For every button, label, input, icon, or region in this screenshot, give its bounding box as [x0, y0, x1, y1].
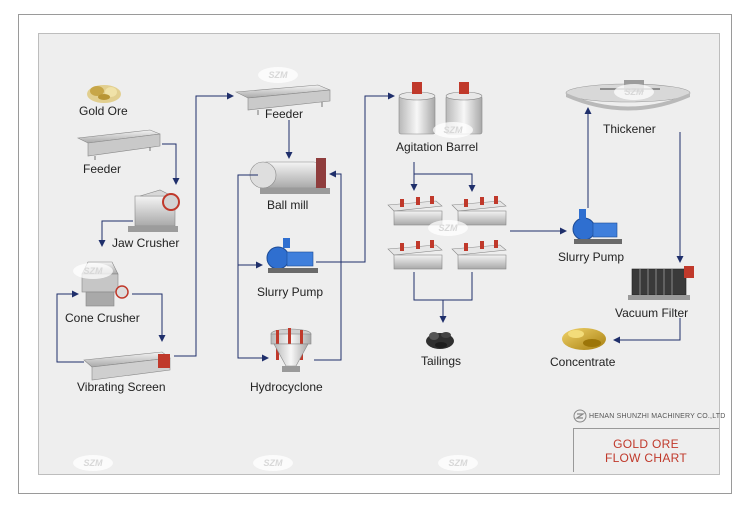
feeder-1-icon — [76, 129, 161, 160]
jaw-crusher-icon — [128, 189, 180, 232]
ball-mill-icon — [249, 158, 330, 194]
label-slurry-pump-1: Slurry Pump — [257, 285, 324, 299]
watermark-logo: SZM — [428, 220, 468, 236]
flotation-cell-icon — [451, 240, 507, 270]
watermark-logo: SZM — [73, 263, 113, 279]
label-tailings: Tailings — [421, 354, 462, 368]
label-jaw-crusher: Jaw Crusher — [112, 236, 180, 250]
label-ball-mill: Ball mill — [267, 198, 309, 212]
label-vacuum-filter: Vacuum Filter — [615, 306, 689, 320]
watermark-logo: SZM — [73, 455, 113, 471]
concentrate-icon — [562, 328, 606, 350]
watermark-logo: SZM — [258, 67, 298, 83]
label-feeder-1: Feeder — [83, 162, 122, 176]
flotation-cell-icon — [387, 196, 443, 226]
slurry-pump-1-icon — [266, 238, 318, 273]
vacuum-filter-icon — [628, 266, 694, 300]
gold-ore-icon — [87, 85, 121, 103]
label-slurry-pump-2: Slurry Pump — [558, 250, 625, 264]
flotation-cell-icon — [387, 240, 443, 270]
label-hydrocyclone: Hydrocyclone — [250, 380, 323, 394]
label-feeder-2: Feeder — [265, 107, 304, 121]
watermark-logo: SZM — [438, 455, 478, 471]
flotation-cell-icon — [451, 196, 507, 226]
feeder-2-icon — [234, 84, 331, 115]
slurry-pump-2-icon — [572, 209, 622, 244]
chart-title-line-1: GOLD ORE — [613, 437, 679, 451]
label-cone-crusher: Cone Crusher — [65, 311, 140, 325]
brand-block: HENAN SHUNZHI MACHINERY CO.,LTD GOLD ORE… — [573, 406, 725, 472]
company-logo-icon — [573, 409, 587, 423]
label-gold-ore: Gold Ore — [79, 104, 128, 118]
label-thickener: Thickener — [603, 122, 656, 136]
watermark-logo: SZM — [614, 84, 654, 100]
vibrating-screen-icon — [83, 351, 171, 381]
brand-divider — [573, 428, 719, 429]
watermark-logo: SZM — [433, 122, 473, 138]
label-vibrating-screen: Vibrating Screen — [77, 380, 166, 394]
hydrocyclone-icon — [270, 328, 312, 372]
label-agitation-barrel: Agitation Barrel — [396, 140, 479, 154]
tailings-icon — [426, 332, 454, 349]
watermark-logo: SZM — [253, 455, 293, 471]
brand-divider-vertical — [573, 428, 574, 472]
company-name: HENAN SHUNZHI MACHINERY CO.,LTD — [589, 413, 726, 420]
chart-title-line-2: FLOW CHART — [604, 451, 688, 465]
flow-arrows — [56, 92, 684, 363]
label-concentrate: Concentrate — [550, 355, 616, 369]
